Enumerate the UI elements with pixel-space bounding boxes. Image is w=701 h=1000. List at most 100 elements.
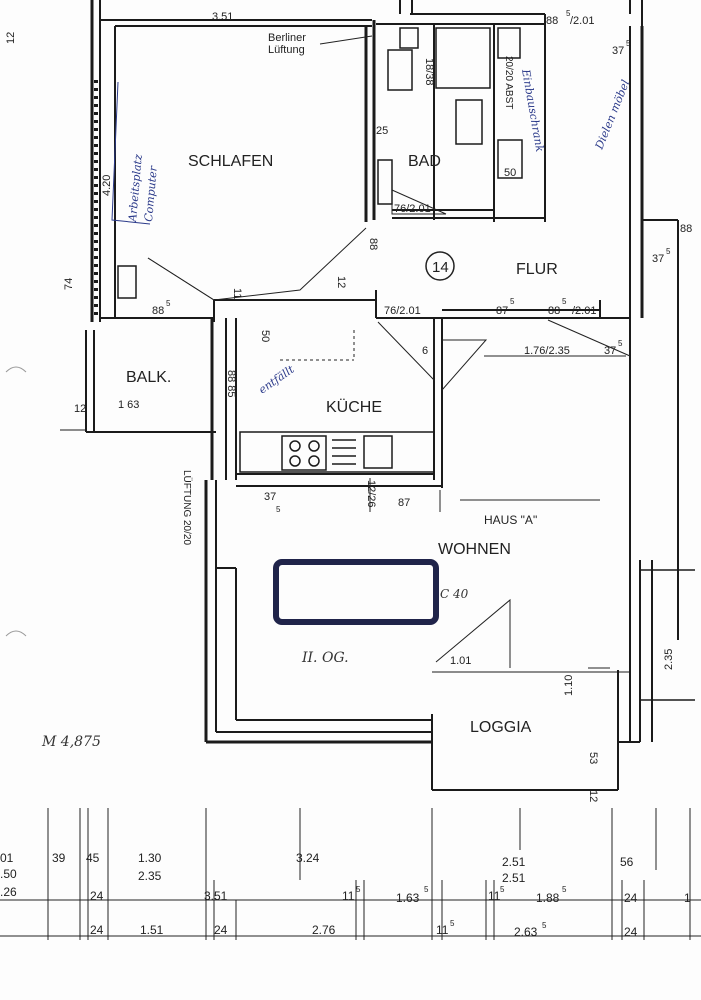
dim-351-top: 3.51 — [212, 11, 233, 23]
dim-76201-a: 76/2.01 — [394, 203, 431, 215]
row3-6: 1.88 — [536, 891, 560, 905]
door-schlafen — [147, 227, 367, 301]
dim-6: 6 — [422, 345, 428, 357]
dim-875: 87 — [496, 305, 508, 317]
row3-7: 24 — [624, 891, 638, 905]
toilet — [455, 99, 483, 145]
bad-shaft — [497, 27, 521, 59]
hand-bracket — [111, 81, 151, 225]
sink — [387, 49, 413, 91]
dim-885-a-sup: 5 — [166, 299, 171, 308]
row3-4: 1.63 — [396, 891, 420, 905]
dim-375-a-sup: 5 — [626, 39, 631, 48]
bad-shelf — [377, 159, 393, 205]
row4-sup-1: 5 — [542, 921, 547, 930]
room-flur: FLUR — [516, 261, 558, 278]
bottom-dim-text: 01 39 45 1.30 3.24 2.51 56 .50 2.35 2.51… — [0, 851, 691, 939]
row4-6: 24 — [624, 925, 638, 939]
door-flur — [547, 319, 631, 357]
dim-420: 4.20 — [101, 175, 113, 196]
burner-4 — [308, 455, 320, 467]
burner-2 — [308, 440, 320, 452]
dim-163-balk: 1 63 — [118, 399, 139, 411]
dim-87: 87 — [398, 497, 410, 509]
dim-11: 11 — [231, 288, 243, 299]
door-kueche — [377, 321, 435, 382]
row4-0: 24 — [90, 923, 104, 937]
hand-einbauschrank: Einbauschrank — [519, 67, 547, 153]
punch-hole-1 — [5, 366, 27, 373]
dim-885-201-b-sup: 5 — [562, 297, 567, 306]
row1-6: 56 — [620, 855, 634, 869]
label-haus: HAUS "A" — [484, 513, 537, 527]
row4-2: 24 — [214, 923, 228, 937]
row3-sup-0: 5 — [356, 885, 361, 894]
unit-number: 14 — [432, 259, 449, 276]
dim-50-bad: 50 — [504, 167, 516, 179]
dim-1226: 12/26 — [365, 480, 377, 508]
dim-74: 74 — [63, 278, 75, 290]
door-bad — [391, 190, 446, 215]
dim-88-right: 88 — [680, 223, 692, 235]
dim-235-right: 2.35 — [663, 649, 675, 670]
row2-1: 2.35 — [138, 869, 162, 883]
row4-4: 11 — [436, 923, 449, 937]
dim-885-a: 88 — [152, 305, 164, 317]
row3-sup-3: 5 — [562, 885, 567, 894]
room-wohnen: WOHNEN — [438, 541, 511, 558]
bad-valve — [399, 27, 419, 49]
dim-875-sup: 5 — [510, 297, 515, 306]
dim-885-top: 88 — [546, 15, 558, 27]
row4-3: 2.76 — [312, 923, 336, 937]
row1-0: 01 — [0, 851, 14, 865]
walls — [60, 0, 695, 791]
dimensions: 3.51 4.20 74 88 5 11 12 18/38 25 50 76/2… — [5, 9, 692, 802]
label-lueftung-shaft: LÜFTUNG 20/20 — [181, 470, 193, 545]
room-bad: BAD — [408, 153, 441, 170]
dim-12-balk: 12 — [74, 403, 86, 415]
dim-375-c-sup: 5 — [618, 339, 623, 348]
room-balkon: BALK. — [126, 369, 171, 386]
door-bad-swing — [391, 189, 447, 215]
dim-885-201-b: 88 — [548, 305, 560, 317]
dim-375-b-sup: 5 — [666, 247, 671, 256]
room-kueche: KÜCHE — [326, 398, 382, 416]
dim-375-d: 37 — [264, 491, 276, 503]
punch-hole-2 — [5, 630, 27, 637]
row1-5: 2.51 — [502, 855, 526, 869]
scan-marks — [5, 366, 27, 637]
abst-box — [497, 139, 523, 179]
wohnen-marker-box — [273, 559, 439, 625]
burner-3 — [289, 455, 301, 467]
row4-sup-0: 5 — [450, 919, 455, 928]
dim-375-b: 37 — [652, 253, 664, 265]
row3-sup-2: 5 — [500, 885, 505, 894]
row2-0: .50 — [0, 867, 17, 881]
dim-53: 53 — [587, 752, 599, 764]
door-schlafen-swing — [147, 257, 215, 301]
hand-arbeitsplatz: Arbeitsplatz — [126, 154, 145, 224]
fixtures — [117, 27, 523, 625]
dim-885-top-rest: /2.01 — [570, 15, 594, 27]
dim-110: 1.10 — [563, 675, 575, 696]
dim-50-kue: 50 — [259, 330, 271, 342]
hand-entfaellt: entfällt — [256, 362, 297, 396]
dim-12-top: 12 — [5, 32, 17, 44]
door-loggia — [435, 598, 511, 668]
row1-1: 39 — [52, 851, 66, 865]
dim-885-top-sup: 5 — [566, 9, 571, 18]
row3-8: 1 — [684, 891, 691, 905]
label-c40: C 40 — [440, 587, 469, 601]
room-loggia: LOGGIA — [470, 719, 532, 736]
door-swings — [147, 189, 631, 669]
row1-3: 1.30 — [138, 851, 162, 865]
unit-circle — [425, 251, 455, 281]
label-berliner: Berliner — [268, 32, 306, 44]
dim-375-d-sup: 5 — [276, 505, 281, 514]
scale-note: M 4,875 — [41, 734, 101, 750]
bathtub — [435, 27, 491, 89]
leader-lueftung — [319, 35, 373, 45]
room-labels: SCHLAFEN BAD FLUR KÜCHE BALK. WOHNEN LOG… — [126, 153, 558, 736]
dim-101: 1.01 — [450, 655, 471, 667]
